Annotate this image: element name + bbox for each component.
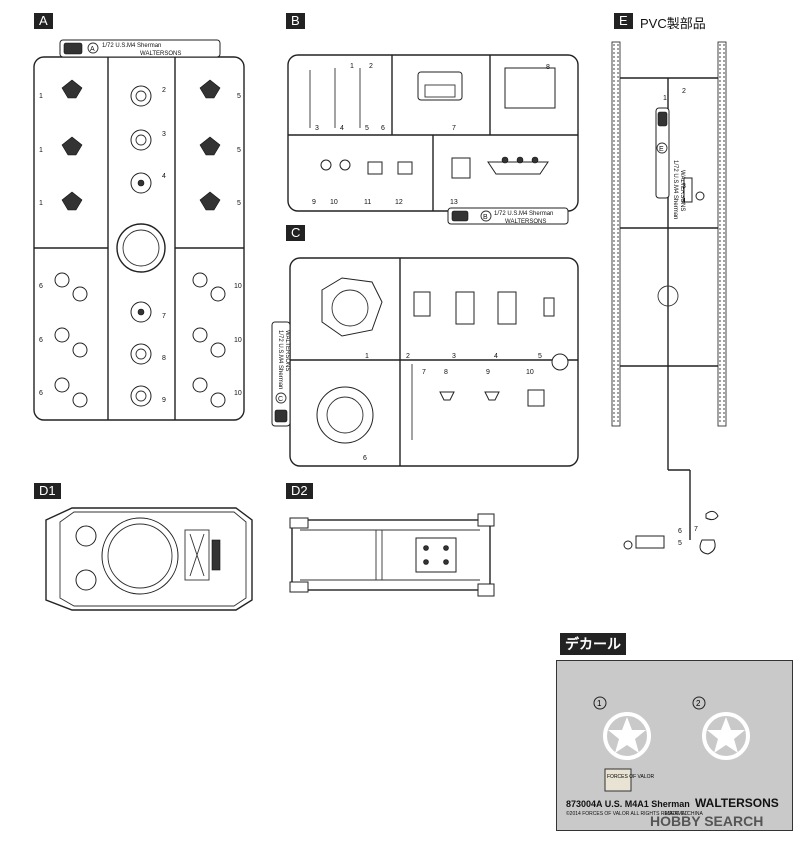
sprue-a-num: 2 [162, 87, 166, 94]
part-d1-upper-hull [45, 507, 253, 611]
sprue-a-num: 1 [39, 147, 43, 154]
sprue-c-num: 4 [494, 353, 498, 360]
sprue-e-num: 3 [682, 183, 686, 190]
sprue-c-num: 10 [526, 369, 534, 376]
decal-copyright: ©2014 FORCES OF VALOR ALL RIGHTS RESERVE… [566, 811, 689, 817]
sprue-c-num: 2 [406, 353, 410, 360]
sprue-c-num: 5 [538, 353, 542, 360]
sprue-b-num: 9 [312, 199, 316, 206]
sprue-e-num: 6 [678, 528, 682, 535]
sprue-c-num: 9 [486, 369, 490, 376]
label-sprue-e: E [614, 13, 633, 29]
hobby-search-watermark: HOBBY SEARCH [650, 813, 764, 829]
sprue-b-num: 2 [369, 63, 373, 70]
sprue-b-code: B [483, 214, 488, 221]
sprue-a-num: 1 [39, 93, 43, 100]
decal-title: デカール [560, 633, 626, 655]
sprue-c-num: 6 [363, 455, 367, 462]
sprue-a-num: 6 [39, 337, 43, 344]
sprue-a-num: 5 [237, 147, 241, 154]
sprue-b-scale: 1/72 U.S.M4 Sherman [494, 211, 553, 217]
sprue-a-num: 10 [234, 337, 242, 344]
sprue-b-num: 13 [450, 199, 458, 206]
label-pvc-parts: PVC製部品 [640, 16, 706, 31]
sprue-a-num: 3 [162, 131, 166, 138]
label-sprue-c: C [286, 225, 306, 241]
decal-marker-1: 1 [597, 699, 602, 708]
sprue-e-num: 2 [682, 88, 686, 95]
sprue-c-num: 1 [365, 353, 369, 360]
part-d2-lower-hull [289, 513, 495, 597]
sprue-b-num: 6 [381, 125, 385, 132]
star-decal-1 [603, 712, 651, 760]
sprue-b-num: 11 [364, 199, 371, 206]
sprue-c-num: 7 [422, 369, 426, 376]
label-part-d1: D1 [34, 483, 61, 499]
sprue-a-num: 10 [234, 390, 242, 397]
sprue-c: C 1/72 U.S.M4 Sherman WALTERSONS 1 2 3 4… [271, 257, 579, 467]
sprue-e-brand: WALTERSONS [679, 170, 685, 211]
sprue-a-code: A [90, 46, 95, 53]
sprue-a-num: 7 [162, 313, 166, 320]
bogie-arm-parts-right [199, 79, 221, 211]
sprue-b-tag-plate [447, 207, 569, 225]
sprue-a-num: 6 [39, 283, 43, 290]
sprue-e-num: 7 [694, 526, 698, 533]
sprue-c-code: C [278, 396, 283, 403]
decal-sheet: 1 2 FORCES OF VALOR [556, 660, 793, 831]
forces-of-valor-logo-text: FORCES OF VALOR [607, 774, 655, 780]
sprue-b-num: 10 [330, 199, 338, 206]
sprue-a-tag-plate [59, 39, 221, 58]
sprue-e-num: 5 [678, 540, 682, 547]
decal-marker-1-badge [593, 696, 607, 710]
sprue-a-num: 10 [234, 283, 242, 290]
sprue-b-num: 7 [452, 125, 456, 132]
sprue-e-num: 4 [682, 198, 686, 205]
sprue-a-num: 4 [162, 173, 166, 180]
bogie-assemblies [54, 272, 226, 408]
forces-of-valor-logo: FORCES OF VALOR [604, 768, 655, 792]
sprue-b: B 1/72 U.S.M4 Sherman WALTERSONS 1 2 3 4… [287, 54, 579, 225]
decal-marker-2: 2 [696, 699, 701, 708]
sprue-c-num: 3 [452, 353, 456, 360]
sprue-b-num: 1 [350, 63, 354, 70]
sprue-b-num: 12 [395, 199, 403, 206]
sprue-c-brand: WALTERSONS [284, 330, 290, 371]
sprue-b-num: 3 [315, 125, 319, 132]
label-sprue-a: A [34, 13, 53, 29]
sprue-a-num: 9 [162, 397, 166, 404]
sprue-a-num: 6 [39, 390, 43, 397]
label-sprue-b: B [286, 13, 305, 29]
decal-graphics: 1 2 FORCES OF VALOR [593, 696, 750, 792]
sprue-a-num: 8 [162, 355, 166, 362]
sprue-a-num: 1 [39, 200, 43, 207]
bogie-arm-parts-left [61, 79, 83, 211]
sprue-b-brand: WALTERSONS [505, 219, 546, 225]
sprue-b-num: 8 [546, 64, 550, 71]
decal-product-line: 873004A U.S. M4A1 Sherman [566, 799, 690, 809]
sprue-b-num: 4 [340, 125, 344, 132]
sprue-a: A 1/72 U.S.M4 Sherman WALTERSONS [33, 39, 245, 421]
sprue-a-num: 5 [237, 200, 241, 207]
wheel-parts-center [130, 85, 152, 407]
sprue-e-code: E [659, 146, 664, 153]
sprue-a-brand: WALTERSONS [140, 51, 181, 57]
sprue-e-num: 1 [663, 95, 667, 102]
star-decal-2 [702, 712, 750, 760]
sprue-a-scale: 1/72 U.S.M4 Sherman [102, 43, 161, 49]
decal-brand: WALTERSONS [695, 796, 779, 810]
decal-marker-2-badge [692, 696, 706, 710]
label-part-d2: D2 [286, 483, 313, 499]
decal-made-in: MADE IN CHINA [665, 811, 703, 817]
sprue-c-num: 8 [444, 369, 448, 376]
sprue-e: E 1/72 U.S.M4 Sherman WALTERSONS 1 2 3 4… [611, 41, 727, 555]
sprue-e-scale: 1/72 U.S.M4 Sherman [672, 160, 678, 219]
sprue-a-num: 5 [237, 93, 241, 100]
sprue-c-scale: 1/72 U.S.M4 Sherman [277, 330, 283, 389]
sprue-b-num: 5 [365, 125, 369, 132]
